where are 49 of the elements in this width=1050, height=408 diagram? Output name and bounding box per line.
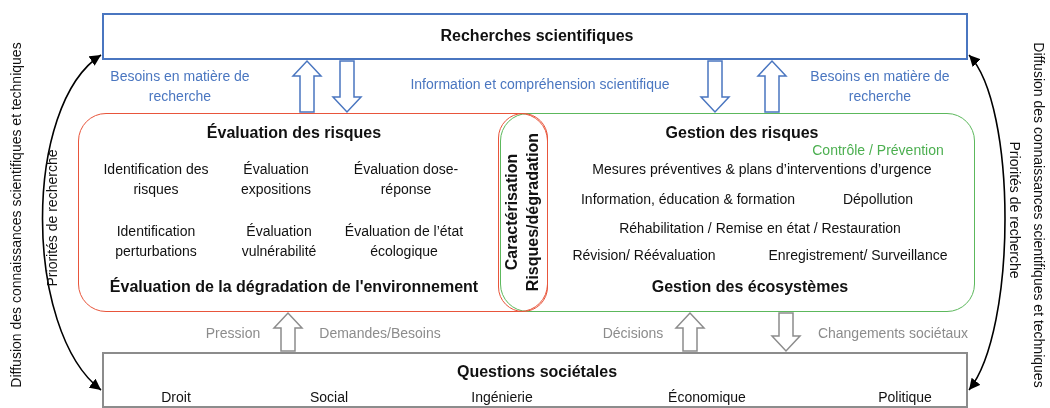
rounded-box	[498, 113, 548, 312]
item-text: Identification perturbations	[114, 222, 198, 261]
item-text: Évaluation vulnérabilité	[240, 222, 318, 261]
box-title: Recherches scientifiques	[439, 26, 635, 46]
vertical-title: Caractérisation Risques/dégradation	[502, 131, 542, 293]
process-box	[102, 352, 968, 408]
arrow-label: Demandes/Besoins	[318, 324, 442, 343]
block-arrow	[331, 60, 363, 114]
item-text: Identification des risques	[102, 160, 210, 199]
group-heading: Gestion des risques	[664, 123, 820, 143]
item-text: Droit	[160, 388, 192, 407]
subheading-text: Contrôle / Prévention	[811, 141, 945, 160]
item-text: Évaluation dose-réponse	[352, 160, 460, 199]
arrow-label: Changements sociétaux	[816, 324, 970, 343]
block-arrow	[699, 60, 731, 114]
arrow-label: Besoins en matière de recherche	[109, 67, 251, 106]
item-text: Mesures préventives & plans d’interventions d’urgence	[591, 160, 933, 179]
side-label: Priorités de recherche	[43, 148, 61, 289]
group-heading: Gestion des écosystèmes	[650, 277, 850, 297]
item-text: Révision/ Réévaluation	[571, 246, 717, 265]
side-label: Diffusion des connaissances scientifiques et techniques	[6, 41, 25, 390]
process-box	[102, 13, 968, 60]
item-text: Ingénierie	[470, 388, 534, 407]
group-box	[500, 113, 975, 312]
block-arrow	[674, 311, 706, 352]
box-title: Questions sociétales	[455, 362, 619, 382]
block-arrow	[291, 59, 323, 113]
item-text: Évaluation expositions	[239, 160, 312, 199]
arrow-label: Pression	[204, 324, 262, 343]
item-text: Enregistrement/ Surveillance	[767, 246, 949, 265]
item-text: Économique	[667, 388, 747, 407]
item-text: Dépollution	[841, 190, 915, 209]
arrow-label: Information et compréhension scientifique	[409, 75, 671, 94]
side-label: Priorités de recherche	[1006, 140, 1024, 281]
arrow-label: Besoins en matière de recherche	[809, 67, 951, 106]
item-text: Social	[308, 388, 350, 407]
item-text: Évaluation de l’état écologique	[343, 222, 465, 261]
item-text: Politique	[877, 388, 933, 407]
group-heading: Évaluation de la dégradation de l'environnement	[108, 277, 480, 297]
arrow-label: Décisions	[601, 324, 665, 343]
curved-arrow	[968, 54, 1006, 391]
block-arrow	[756, 59, 788, 113]
block-arrow	[770, 312, 802, 353]
curved-arrow	[41, 54, 102, 391]
group-heading: Évaluation des risques	[205, 123, 383, 143]
item-text: Réhabilitation / Remise en état / Restauration	[618, 219, 902, 238]
item-text: Information, éducation & formation	[580, 190, 796, 209]
side-label: Diffusion des connaissances scientifiques et techniques	[1029, 41, 1047, 390]
block-arrow	[272, 311, 304, 352]
